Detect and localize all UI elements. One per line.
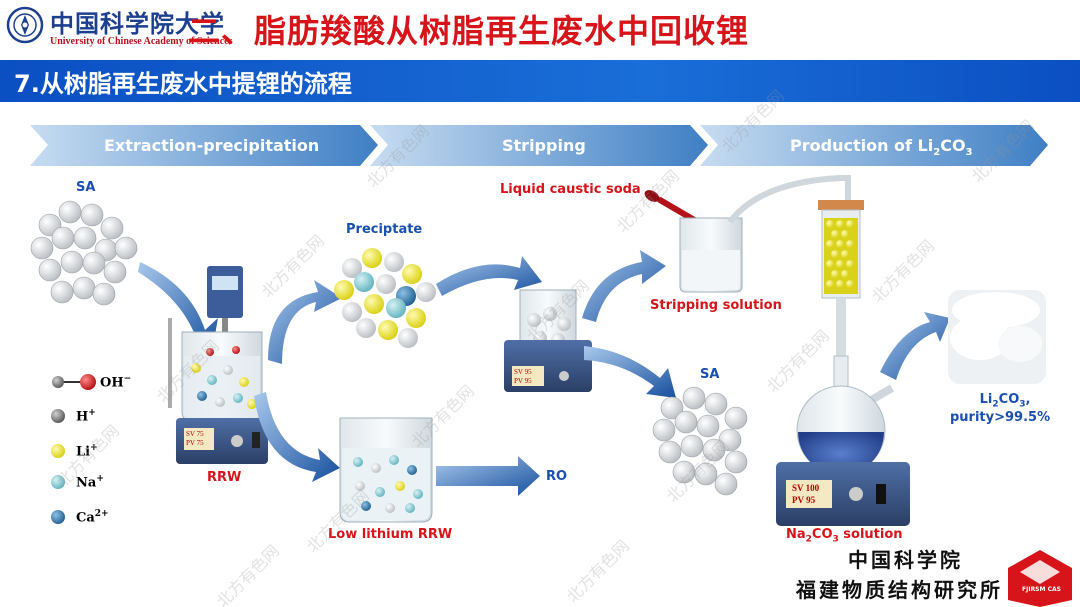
sa-resin-cluster-top — [30, 200, 138, 306]
stage-label-production: Production of Li2CO3 — [790, 136, 973, 159]
stage-label-extraction: Extraction-precipitation — [104, 136, 320, 155]
label-low-lithium-rrw: Low lithium RRW — [328, 527, 453, 542]
li2co3-powder — [948, 290, 1046, 384]
stripping-hotplate-beaker — [504, 289, 592, 392]
label-stripping-solution: Stripping solution — [650, 298, 782, 313]
reactor-particles — [191, 346, 257, 409]
legend-na: Na+ — [76, 474, 104, 491]
label-na2co3-solution: Na2CO3 solution — [786, 527, 903, 545]
precipitate-cluster — [334, 248, 436, 348]
fjirsm-badge-logo — [1008, 550, 1072, 607]
legend-markers — [51, 374, 96, 524]
legend-ca: Ca2+ — [76, 509, 109, 526]
label-liquid-caustic-soda: Liquid caustic soda — [500, 182, 641, 197]
page-title: 二、脂肪羧酸从树脂再生废水中回收锂 — [188, 12, 750, 50]
legend-li: Li+ — [76, 443, 98, 460]
legend-h: H+ — [76, 408, 96, 425]
label-sa-mid: SA — [700, 367, 720, 382]
stripping-solution-beaker — [679, 175, 851, 293]
legend-oh: OH− — [100, 374, 132, 391]
arrow-to-stripping-solution — [582, 250, 666, 322]
university-logo — [6, 6, 44, 44]
label-sa-top: SA — [76, 180, 96, 195]
sa-resin-cluster-mid — [652, 386, 748, 496]
arrow-precipitate-to-stripping — [436, 256, 542, 296]
label-ro: RO — [546, 469, 568, 484]
arrow-reactor-to-low-lithium — [254, 392, 340, 482]
stage-chevron-2 — [370, 125, 708, 166]
arrow-to-product — [880, 312, 950, 380]
university-name-cn: 中国科学院大学 — [50, 9, 225, 38]
section-bar — [0, 60, 1080, 102]
round-bottom-flask — [776, 355, 910, 526]
university-name-en: University of Chinese Academy of Science… — [50, 36, 233, 47]
institute-name-line2: 福建物质结构研究所 — [796, 578, 1003, 602]
low-lithium-beaker — [339, 417, 433, 523]
process-diagram — [30, 125, 1072, 607]
arrow-to-ro — [436, 456, 540, 496]
header-bar — [0, 0, 1080, 60]
arrow-sa-to-reactor — [138, 262, 218, 352]
section-title: 7.从树脂再生废水中提锂的流程 — [14, 70, 352, 98]
institute-name-line1: 中国科学院 — [848, 548, 963, 572]
stage-chevron-1 — [30, 125, 378, 166]
label-li2co3-product: Li2CO3, purity>99.5% — [950, 392, 1051, 425]
label-rrw: RRW — [207, 470, 242, 485]
arrow-to-sa-regenerated — [584, 346, 676, 398]
stage-chevron-3 — [700, 125, 1048, 166]
label-precipitate: Preciptate — [346, 222, 423, 237]
stage-label-stripping: Stripping — [502, 136, 586, 155]
arrow-reactor-to-precipitate — [268, 280, 342, 364]
column-beads — [826, 220, 854, 288]
fjirsm-badge-text: FJIRSM CAS — [1022, 586, 1061, 593]
